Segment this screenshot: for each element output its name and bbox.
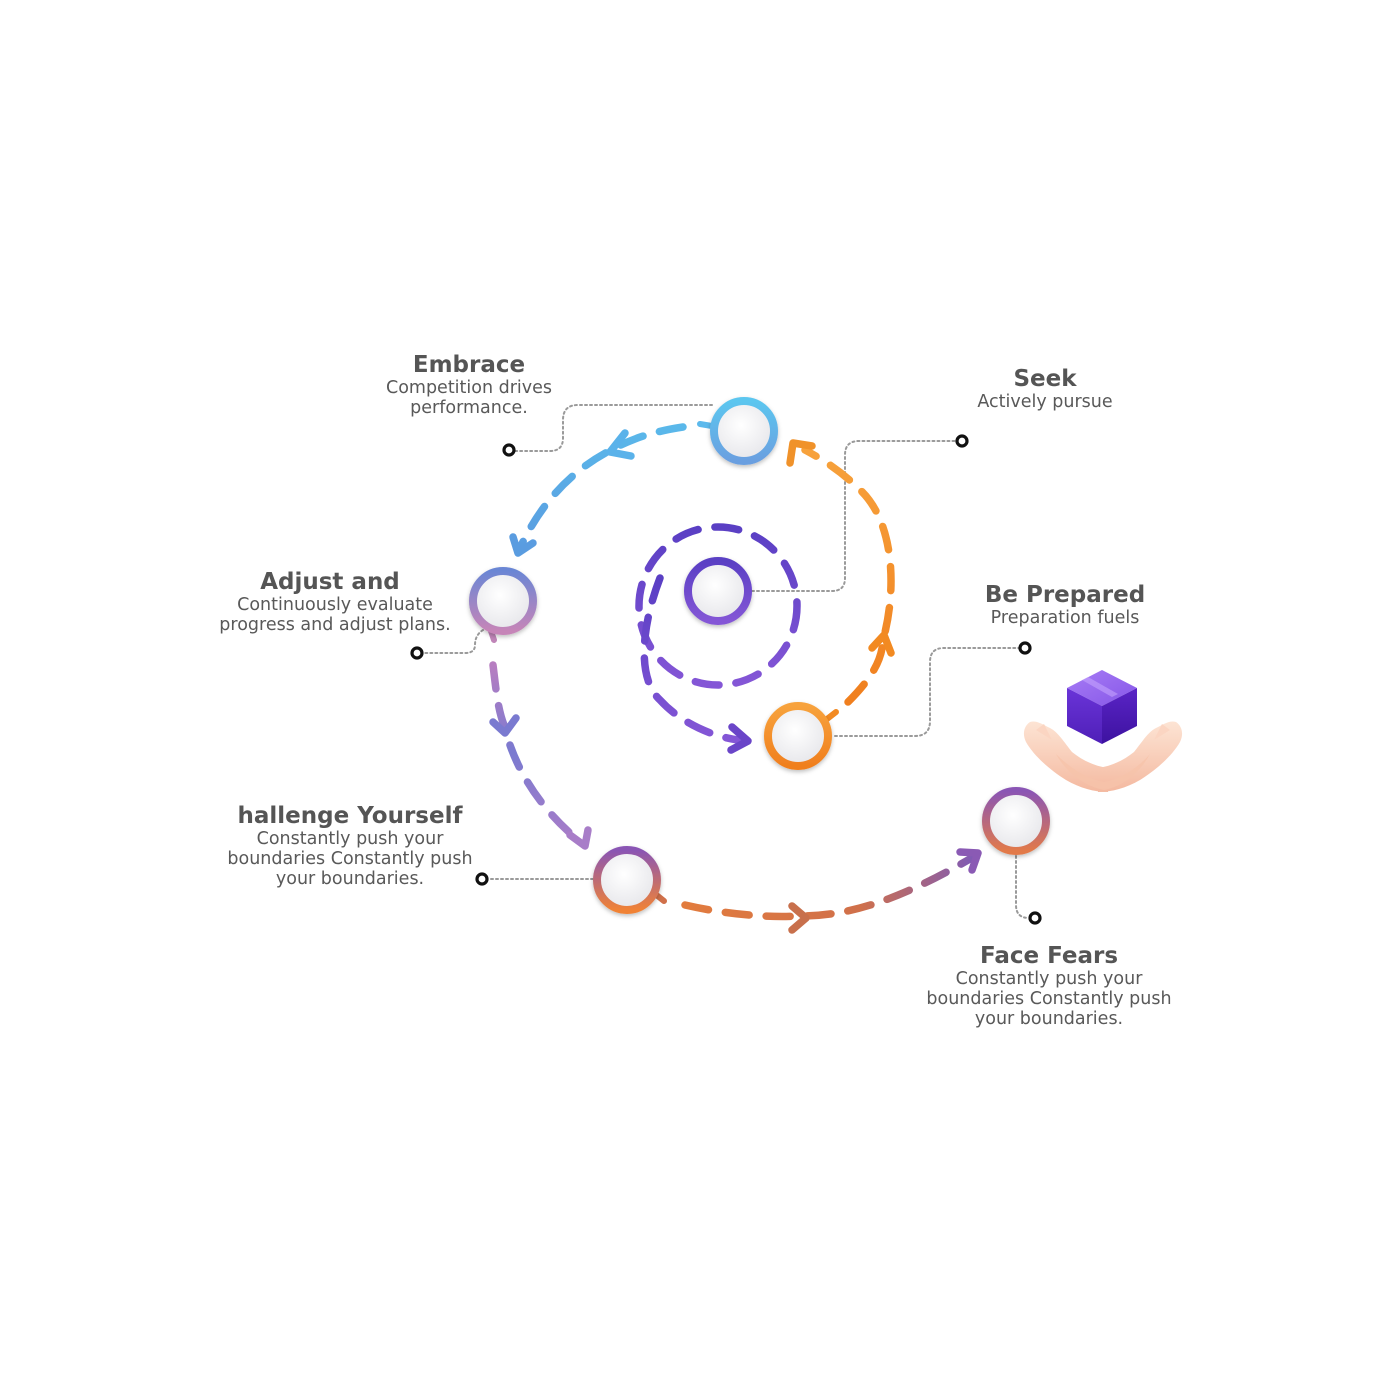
arc-orange — [801, 446, 895, 706]
label-adjust: Adjust and Continuously evaluate progres… — [215, 569, 455, 635]
challenge-description: Constantly push your boundaries Constant… — [227, 829, 473, 889]
arrow-to-orange-node-icon — [727, 723, 752, 754]
arrow-to-embrace-blue-icon — [786, 439, 816, 467]
face-fears-title: Face Fears — [979, 943, 1119, 969]
challenge-title: hallenge Yourself — [237, 803, 463, 829]
hands-box-illustration — [1023, 670, 1183, 792]
label-seek: Seek Actively pursue — [925, 366, 1165, 412]
connector-adjust — [422, 629, 484, 654]
arrow-to-face-icon — [956, 848, 982, 874]
connector-embrace — [514, 404, 713, 452]
seek-description: Actively pursue — [977, 392, 1113, 412]
connector-seek — [751, 440, 957, 592]
embrace-title: Embrace — [412, 352, 526, 378]
arc-purple-outer — [640, 574, 742, 744]
dot-seek — [955, 434, 969, 448]
arc-inner-purple-ring — [635, 523, 801, 689]
open-hands-icon — [1023, 721, 1183, 792]
node-embrace — [697, 397, 778, 465]
connector-dots — [410, 434, 1042, 925]
arrow-adjust-down-icon — [489, 714, 520, 737]
connector-face-fears — [1015, 855, 1030, 919]
adjust-description: Continuously evaluate progress and adjus… — [219, 595, 451, 635]
node-center — [684, 557, 752, 625]
label-be-prepared: Be Prepared Preparation fuels — [945, 582, 1185, 628]
connector-lines — [422, 404, 1030, 919]
arrow-to-adjust-icon — [509, 533, 537, 557]
arrow-bottom-mid-icon — [788, 902, 810, 934]
arrowheads — [489, 429, 982, 934]
connector-be-prepared — [834, 647, 1020, 737]
label-challenge: hallenge Yourself Constantly push your b… — [225, 803, 475, 889]
node-face-fears — [982, 787, 1050, 855]
arrow-to-challenge-icon — [566, 826, 592, 850]
label-embrace: Embrace Competition drives performance. — [359, 352, 579, 418]
arrow-orange-up-icon — [868, 631, 895, 657]
dot-challenge — [475, 872, 489, 886]
seek-title: Seek — [1013, 366, 1077, 392]
spiral-arcs — [489, 423, 979, 921]
dot-embrace — [502, 443, 516, 457]
node-challenge — [593, 846, 667, 914]
node-adjust — [469, 567, 537, 643]
embrace-description: Competition drives performance. — [385, 378, 553, 418]
dot-be-prepared — [1018, 641, 1032, 655]
adjust-title: Adjust and — [260, 569, 400, 595]
nodes — [469, 397, 1050, 914]
arrow-blue-left-icon — [606, 429, 635, 460]
face-fears-description: Constantly push your boundaries Constant… — [926, 969, 1172, 1029]
arc-adjust-challenge — [489, 661, 582, 844]
arc-blue — [516, 423, 687, 552]
be-prepared-title: Be Prepared — [984, 582, 1146, 608]
dot-adjust — [410, 646, 424, 660]
gift-box-icon — [1067, 670, 1137, 744]
node-be-prepared — [764, 702, 839, 770]
label-face-fears: Face Fears Constantly push your boundari… — [924, 943, 1174, 1029]
dot-face-fears — [1028, 911, 1042, 925]
arc-challenge-face — [681, 852, 979, 921]
be-prepared-description: Preparation fuels — [990, 608, 1140, 628]
